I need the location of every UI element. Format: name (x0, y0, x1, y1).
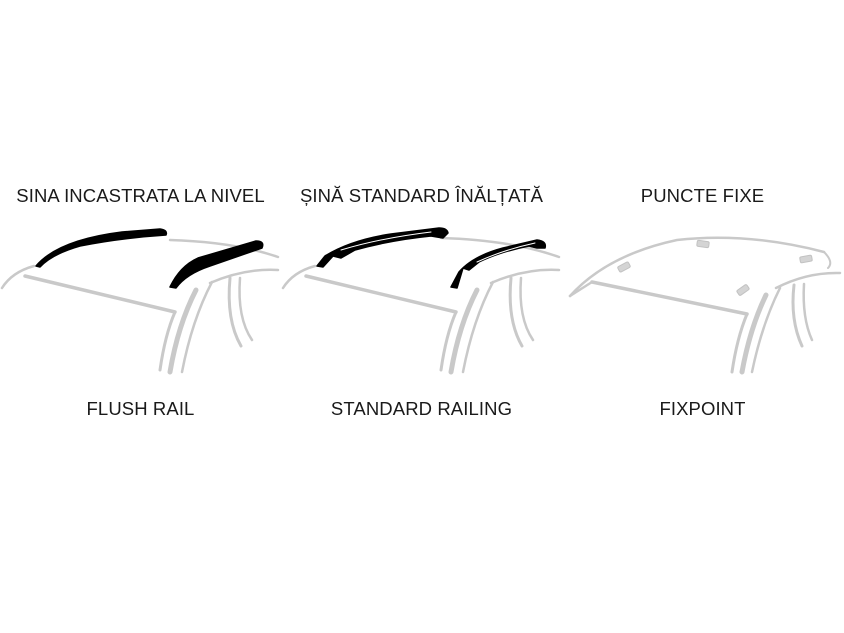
car-roof-standard-railing-illustration (281, 227, 561, 375)
fixpoint-mark-front-right (736, 284, 750, 296)
fixpoint-mark-rear-right (799, 254, 813, 264)
fixpoint-mark-front-left (617, 261, 631, 273)
fixpoint-panel: PUNCTE FIXE FIXPOINT (562, 0, 843, 633)
car-roof-fixpoint-illustration (568, 236, 842, 375)
fixpoint-title: PUNCTE FIXE (640, 185, 765, 206)
car-roof-flush-rail-illustration (0, 228, 280, 375)
standard-railing-title: ȘINĂ STANDARD ÎNĂLȚATĂ (299, 185, 544, 206)
standard-railing-panel: ȘINĂ STANDARD ÎNĂLȚATĂ STANDARD RAILING (281, 0, 562, 633)
flush-rail-panel: SINA INCASTRATA LA NIVEL FLUSH RAIL (0, 0, 281, 633)
fixpoint-mark-rear-left (696, 239, 710, 249)
fixpoint-subtitle: FIXPOINT (659, 398, 746, 419)
flush-rail-title: SINA INCASTRATA LA NIVEL (16, 185, 265, 206)
standard-railing-subtitle: STANDARD RAILING (330, 398, 513, 419)
flush-rail-subtitle: FLUSH RAIL (86, 398, 195, 419)
